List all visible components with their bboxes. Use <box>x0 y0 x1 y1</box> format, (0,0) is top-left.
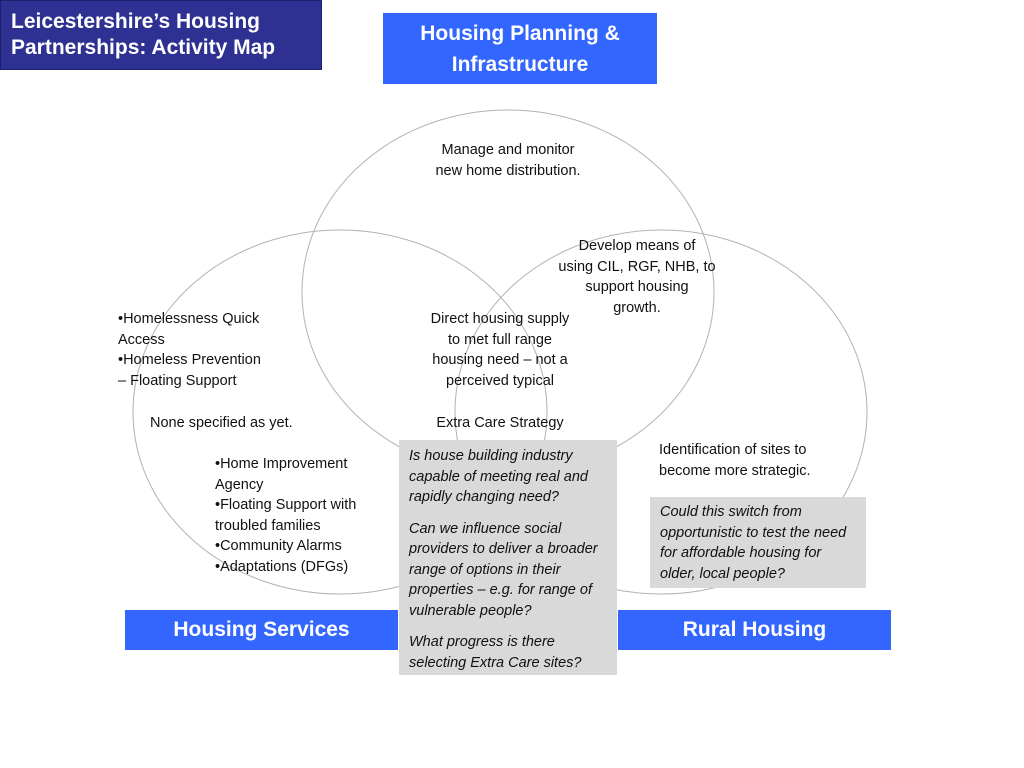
develop-means-text: Develop means of using CIL, RGF, NHB, to… <box>552 236 722 318</box>
text-line: Develop means of <box>578 238 696 254</box>
extra-care-strategy: Extra Care Strategy <box>436 415 564 431</box>
list-item: •Adaptations (DFGs) <box>215 558 349 575</box>
planning-header: Housing Planning & Infrastructure <box>383 13 657 84</box>
question-3: What progress is there selecting Extra C… <box>409 634 582 671</box>
text-line: growth. <box>613 299 661 316</box>
services-circle <box>132 229 548 595</box>
list-item: – Floating Support <box>118 372 237 389</box>
rural-question: Could this switch from opportunistic to … <box>660 504 847 582</box>
list-item: •Homeless Prevention <box>118 352 261 368</box>
text-line: new home distribution. <box>435 162 581 179</box>
title-line-1: Leicestershire’s Housing <box>11 10 260 33</box>
text-line: become more strategic. <box>659 462 811 479</box>
question-1: Is house building industry capable of me… <box>409 448 588 505</box>
text-line: perceived typical <box>446 372 554 389</box>
planning-header-line-2: Infrastructure <box>451 53 589 76</box>
text-line: support housing <box>585 279 689 295</box>
text-line: Manage and monitor <box>441 142 575 158</box>
list-item: •Homelessness Quick <box>118 311 260 327</box>
none-specified-text: None specified as yet. <box>150 415 293 431</box>
text-line: using CIL, RGF, NHB, to <box>558 258 716 275</box>
text-line: Direct housing supply <box>430 311 570 327</box>
slide-title: Leicestershire’s Housing Partnerships: A… <box>0 0 322 70</box>
direct-supply-text: Direct housing supply to met full range … <box>410 309 590 391</box>
text-line: Identification of sites to <box>659 442 807 458</box>
text-line: housing need – not a <box>432 352 568 368</box>
manage-monitor-text: Manage and monitor new home distribution… <box>410 140 606 181</box>
list-item: troubled families <box>215 517 321 534</box>
planning-header-line-1: Housing Planning & <box>420 22 620 45</box>
list-item: •Floating Support with <box>215 497 357 513</box>
rural-header: Rural Housing <box>618 610 891 650</box>
questions-note-box: Is house building industry capable of me… <box>399 440 617 675</box>
title-line-2: Partnerships: Activity Map <box>11 36 276 59</box>
services-header: Housing Services <box>125 610 398 650</box>
identification-text: Identification of sites to become more s… <box>659 440 811 481</box>
list-item: •Community Alarms <box>215 538 342 554</box>
question-2: Can we influence social providers to del… <box>409 520 598 619</box>
list-item: Agency <box>215 476 264 493</box>
list-item: Access <box>118 331 165 348</box>
list-item: •Home Improvement <box>215 456 348 472</box>
rural-note-box: Could this switch from opportunistic to … <box>650 497 866 588</box>
rural-circle <box>454 229 868 595</box>
services-list-top: •Homelessness Quick Access •Homeless Pre… <box>118 309 261 391</box>
text-line: to met full range <box>448 331 552 348</box>
services-list-bottom: •Home Improvement Agency •Floating Suppo… <box>215 454 356 577</box>
